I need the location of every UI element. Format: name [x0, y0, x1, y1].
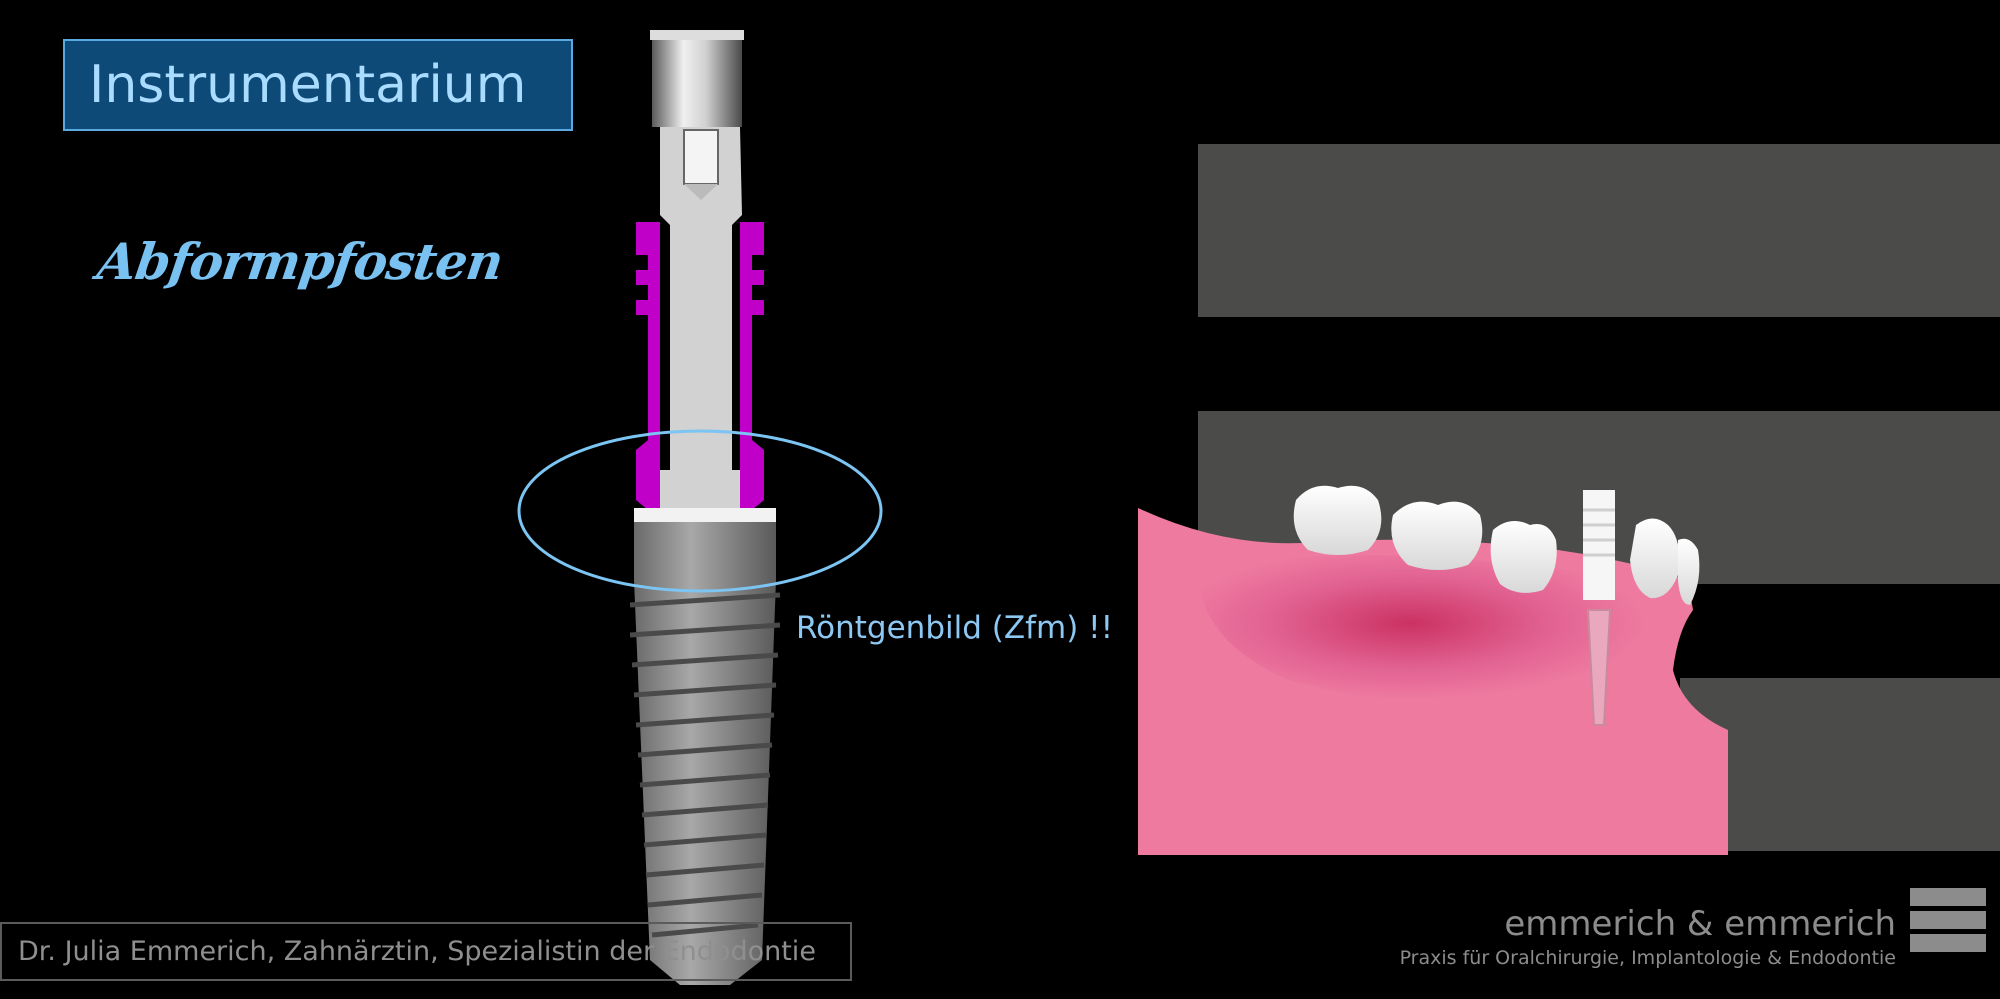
slide-subtitle: Abformpfosten [93, 232, 507, 291]
slide-title: Instrumentarium [63, 39, 573, 131]
dental-implant-icon [517, 30, 883, 985]
footer-author: Dr. Julia Emmerich, Zahnärztin, Speziali… [0, 922, 852, 981]
xray-annotation: Röntgenbild (Zfm) !! [796, 610, 1113, 646]
grey-bar-top [1198, 144, 2000, 317]
grey-bar-bottom [1680, 678, 2000, 851]
brand-block: emmerich & emmerich Praxis für Oralchiru… [1400, 904, 1896, 972]
brand-logo-icon [1910, 888, 1986, 960]
brand-name: emmerich & emmerich [1504, 904, 1896, 944]
slide-title-text: Instrumentarium [89, 55, 527, 115]
brand-tagline: Praxis für Oralchirurgie, Implantologie … [1399, 947, 1896, 969]
jaw-illustration-icon [1138, 485, 1728, 855]
